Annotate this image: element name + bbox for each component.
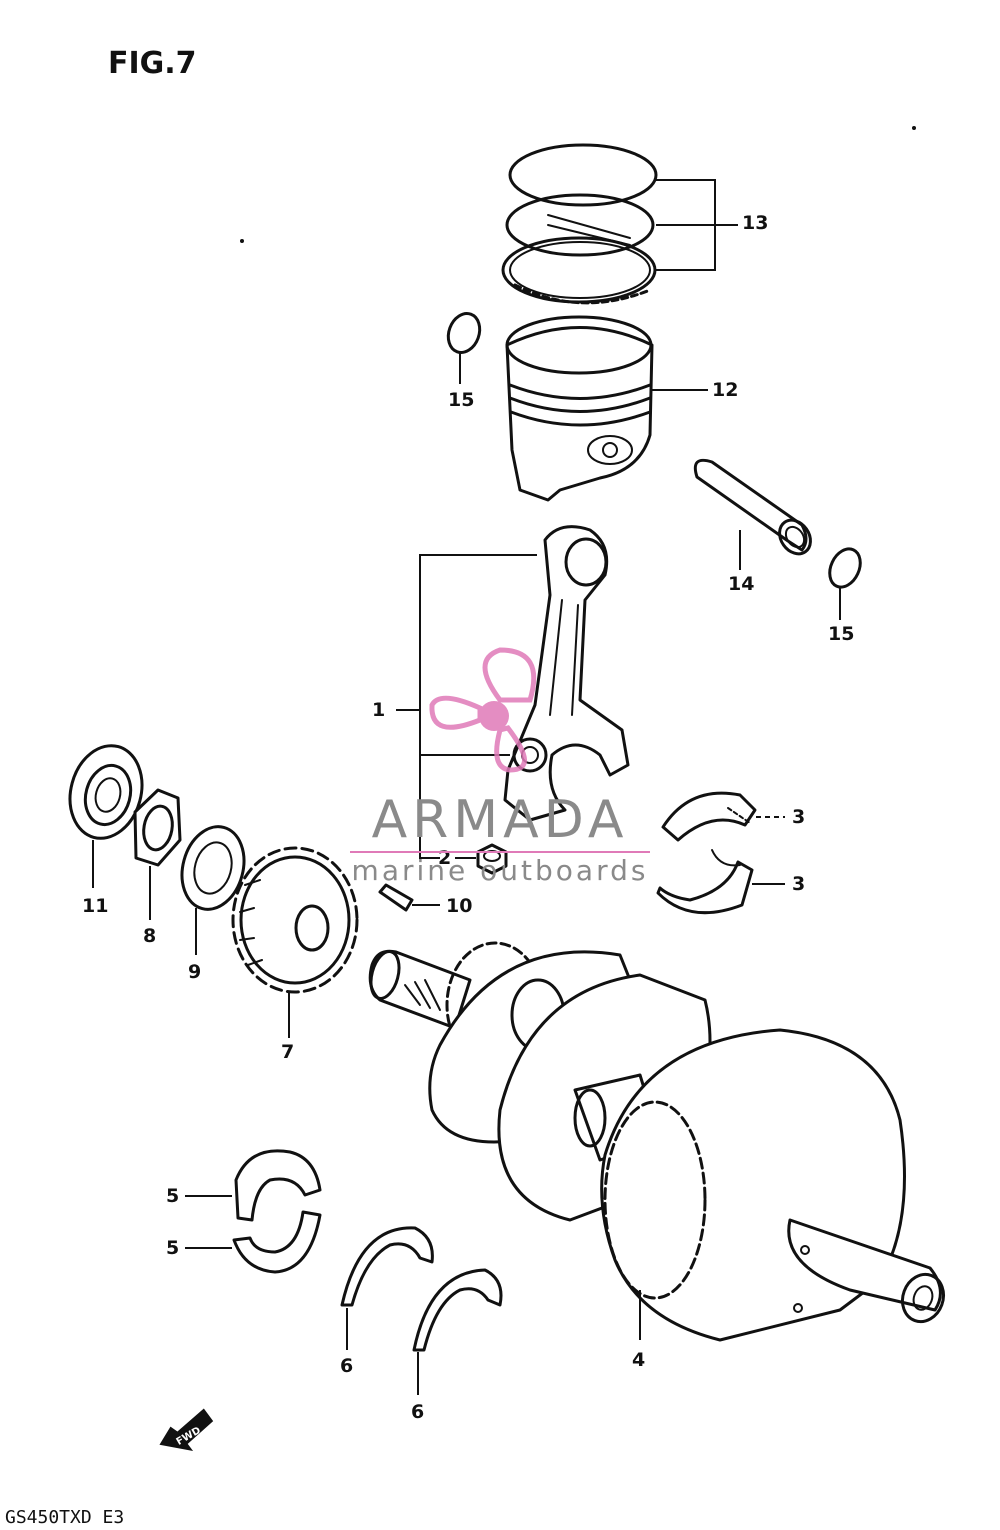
key <box>378 883 414 912</box>
scan-speck <box>912 126 916 130</box>
callout-5a: 5 <box>166 1185 179 1207</box>
callout-3b: 3 <box>792 873 805 895</box>
nut <box>133 788 182 867</box>
callout-4: 4 <box>632 1349 645 1371</box>
watermark-tagline: marine outboards <box>352 854 649 887</box>
crank-bearing-upper <box>234 1149 322 1222</box>
callout-5b: 5 <box>166 1237 179 1259</box>
callout-6a: 6 <box>340 1355 353 1377</box>
callout-7: 7 <box>281 1041 294 1063</box>
piston-pin <box>693 458 812 556</box>
piston-circlip-left <box>446 312 482 354</box>
crank-bearing-lower <box>232 1210 322 1274</box>
callout-15a: 15 <box>448 389 474 411</box>
callout-11: 11 <box>82 895 108 917</box>
callout-3a: 3 <box>792 806 805 828</box>
scan-speck <box>240 239 244 243</box>
callout-15b: 15 <box>828 623 854 645</box>
watermark-brand: ARMADA <box>372 790 629 850</box>
armada-logo-icon <box>429 647 537 773</box>
conrod-bearing-upper <box>661 791 757 842</box>
washer <box>180 825 246 911</box>
callout-13: 13 <box>742 212 768 234</box>
callout-9: 9 <box>188 961 201 983</box>
primary-drive-gear <box>231 846 359 994</box>
piston-rings <box>501 143 658 305</box>
figure-title: FIG.7 <box>108 46 197 81</box>
oil-seal <box>68 744 144 840</box>
piston-circlip-right <box>828 547 862 589</box>
callout-14: 14 <box>728 573 754 595</box>
model-code: GS450TXD E3 <box>5 1507 124 1528</box>
callout-1: 1 <box>372 699 385 721</box>
thrust-bearing-right <box>412 1268 503 1352</box>
thrust-bearing-left <box>340 1226 434 1307</box>
piston <box>505 315 654 502</box>
callout-10: 10 <box>446 895 472 917</box>
conrod-bearing-lower <box>656 849 754 915</box>
callout-12: 12 <box>712 379 738 401</box>
callout-8: 8 <box>143 925 156 947</box>
connecting-rod <box>503 525 630 822</box>
callout-13-bracket <box>656 179 738 271</box>
callout-6b: 6 <box>411 1401 424 1423</box>
crankshaft <box>368 941 946 1342</box>
